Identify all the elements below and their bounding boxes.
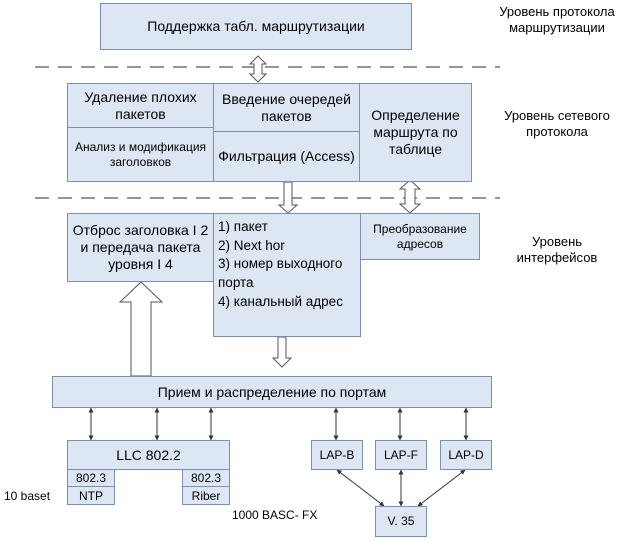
lap-b-box: LAP-B bbox=[311, 440, 363, 470]
filtering-box: Фильтрация (Access) bbox=[213, 131, 360, 182]
llc-left-name: NTP bbox=[67, 486, 115, 505]
queueing-box: Введение очередей пакетов bbox=[213, 83, 360, 132]
double-arrow-icon-top bbox=[248, 55, 268, 83]
llc-right-name: Riber bbox=[182, 486, 230, 505]
field-next-hop: 2) Next hor bbox=[218, 237, 285, 253]
level-label-routing: Уровень протокола маршрутизации bbox=[499, 4, 615, 36]
port-distribution-bar: Прием и распределение по портам bbox=[52, 376, 492, 408]
field-packet: 1) пакет bbox=[218, 219, 268, 234]
llc-left-std: 802.3 bbox=[67, 469, 115, 487]
field-link-address: 4) канальный адрес bbox=[218, 293, 343, 309]
big-up-arrow-icon bbox=[118, 281, 164, 377]
field-output-port: 3) номер выходного порта bbox=[218, 256, 343, 290]
label-10-baset: 10 baset bbox=[4, 489, 51, 503]
down-arrow-icon-filter bbox=[277, 181, 299, 214]
v35-box: V. 35 bbox=[375, 506, 427, 537]
routing-table-support-box: Поддержка табл. маршрутизации bbox=[100, 3, 412, 50]
address-conversion-box: Преобразование адресов bbox=[360, 213, 480, 260]
route-lookup-box: Определение маршрута по таблице bbox=[359, 83, 472, 182]
level-label-interfaces: Уровень интерфейсов bbox=[516, 234, 598, 266]
link-lapd-v35 bbox=[417, 469, 466, 507]
double-arrow-icon-route bbox=[398, 179, 422, 214]
header-strip-box: Отброс заголовка I 2 и передача пакета у… bbox=[67, 213, 214, 282]
forwarding-fields-box: 1) пакет 2) Next hor 3) номер выходного … bbox=[213, 213, 361, 337]
label-1000-basc-fx: 1000 BASC- FX bbox=[232, 508, 318, 522]
llc-box: LLC 802.2 bbox=[67, 440, 230, 470]
down-arrow-icon-fields bbox=[271, 336, 293, 368]
llc-right-std: 802.3 bbox=[182, 469, 230, 487]
bad-packets-removal-box: Удаление плохих пакетов bbox=[67, 83, 214, 128]
link-lapb-v35 bbox=[336, 469, 385, 507]
lap-d-box: LAP-D bbox=[440, 440, 492, 470]
level-label-network: Уровень сетевого протокола bbox=[504, 108, 610, 140]
lap-f-box: LAP-F bbox=[375, 440, 427, 470]
header-analysis-box: Анализ и модификация заголовков bbox=[67, 127, 214, 182]
